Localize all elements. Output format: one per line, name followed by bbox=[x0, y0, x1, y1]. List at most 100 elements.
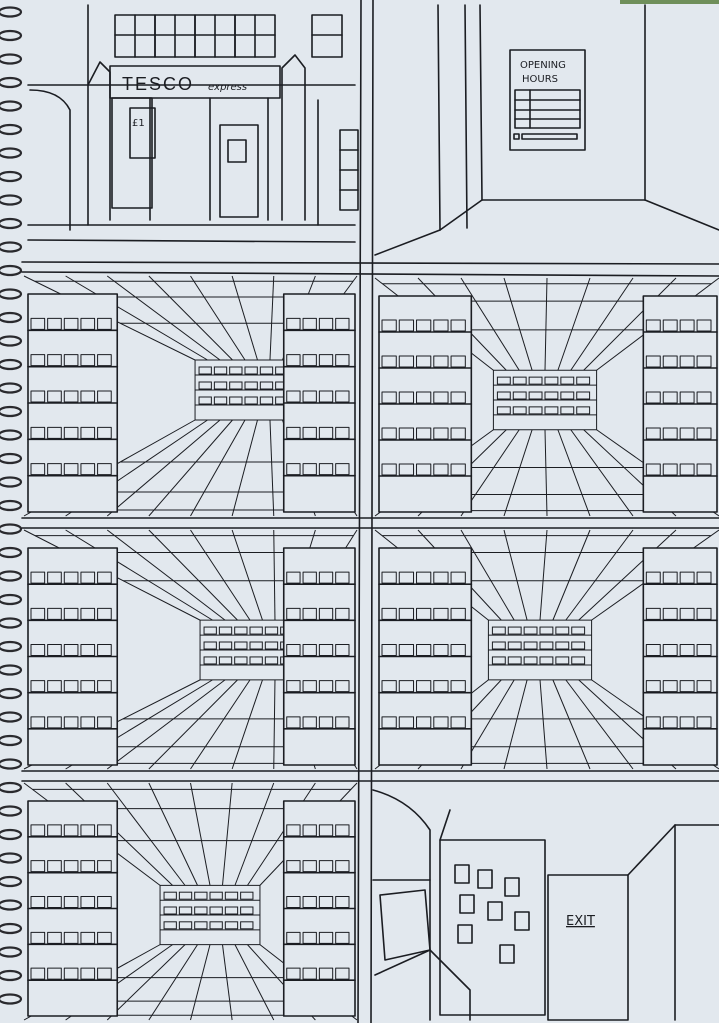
product bbox=[97, 571, 112, 584]
product bbox=[240, 891, 254, 900]
product bbox=[218, 641, 233, 650]
spiral-ring bbox=[0, 523, 23, 535]
product bbox=[416, 607, 432, 620]
product bbox=[178, 891, 193, 900]
product bbox=[259, 381, 274, 390]
product bbox=[47, 644, 62, 656]
product bbox=[696, 427, 712, 440]
product bbox=[679, 680, 695, 693]
floor-line bbox=[148, 679, 238, 770]
product bbox=[47, 896, 62, 908]
ceiling-line bbox=[578, 529, 677, 621]
product bbox=[30, 463, 46, 476]
product bbox=[97, 860, 112, 873]
product bbox=[450, 644, 466, 656]
floor-line bbox=[544, 429, 548, 517]
ceiling-line bbox=[190, 529, 251, 621]
product bbox=[178, 921, 193, 930]
product bbox=[30, 571, 46, 584]
product bbox=[80, 824, 96, 837]
product bbox=[47, 426, 62, 439]
ceiling-line bbox=[148, 275, 233, 361]
product bbox=[645, 391, 661, 404]
ceiling-line bbox=[570, 277, 634, 371]
product bbox=[80, 317, 96, 330]
spiral-ring bbox=[0, 781, 23, 794]
ceiling-line bbox=[234, 782, 275, 886]
product bbox=[416, 319, 432, 332]
product bbox=[80, 931, 96, 944]
product bbox=[286, 931, 301, 944]
product bbox=[560, 391, 575, 400]
product bbox=[433, 319, 449, 332]
shelving-unit bbox=[27, 547, 119, 766]
product bbox=[662, 716, 678, 729]
product bbox=[450, 427, 466, 440]
spiral-ring bbox=[0, 993, 23, 1005]
product bbox=[450, 391, 466, 404]
product bbox=[249, 656, 263, 665]
product bbox=[80, 571, 96, 584]
product bbox=[696, 391, 712, 404]
product bbox=[209, 921, 223, 930]
product bbox=[450, 319, 466, 332]
spiral-ring bbox=[0, 476, 23, 488]
product bbox=[450, 607, 466, 620]
floor-line bbox=[190, 944, 211, 1021]
spiral-ring bbox=[0, 805, 23, 817]
product bbox=[491, 626, 506, 635]
product bbox=[163, 921, 177, 930]
product bbox=[416, 391, 432, 404]
product bbox=[97, 390, 112, 403]
ceiling-line bbox=[221, 782, 233, 886]
product bbox=[286, 716, 301, 729]
product bbox=[80, 354, 96, 367]
ceiling-line bbox=[190, 275, 246, 361]
spiral-ring bbox=[0, 264, 23, 277]
product bbox=[335, 967, 350, 980]
shelving-unit bbox=[282, 547, 356, 766]
background-strip bbox=[620, 0, 719, 4]
product bbox=[433, 571, 449, 584]
product bbox=[318, 860, 334, 873]
product bbox=[576, 406, 591, 415]
product bbox=[544, 376, 559, 385]
aisle-panel-4 bbox=[374, 529, 719, 770]
product bbox=[318, 644, 334, 656]
spiral-ring bbox=[0, 241, 23, 253]
product bbox=[544, 406, 559, 415]
product bbox=[203, 656, 217, 665]
product bbox=[30, 390, 46, 403]
product bbox=[286, 824, 301, 837]
product bbox=[381, 716, 397, 729]
ceiling-line bbox=[65, 275, 208, 361]
product bbox=[97, 716, 112, 729]
product bbox=[30, 644, 46, 656]
floor-line bbox=[269, 419, 275, 517]
floor-line bbox=[273, 679, 276, 770]
spiral-ring bbox=[0, 358, 23, 371]
product bbox=[696, 607, 712, 620]
product bbox=[80, 716, 96, 729]
product bbox=[318, 571, 334, 584]
shop-sign-brand: TESCO bbox=[122, 74, 194, 94]
product bbox=[433, 644, 449, 656]
product bbox=[97, 317, 112, 330]
product bbox=[224, 906, 239, 915]
product bbox=[416, 644, 432, 656]
product bbox=[450, 680, 466, 693]
product bbox=[679, 427, 695, 440]
spiral-ring bbox=[0, 53, 23, 65]
product bbox=[302, 931, 317, 944]
shelving-unit bbox=[282, 800, 356, 1017]
ceiling-line bbox=[503, 277, 533, 371]
floor-line bbox=[570, 429, 634, 517]
product bbox=[381, 680, 397, 693]
product bbox=[63, 463, 79, 476]
product bbox=[203, 641, 217, 650]
product bbox=[47, 931, 62, 944]
product bbox=[523, 656, 538, 665]
product bbox=[645, 355, 661, 368]
product bbox=[335, 354, 350, 367]
ceiling-line bbox=[231, 275, 258, 361]
